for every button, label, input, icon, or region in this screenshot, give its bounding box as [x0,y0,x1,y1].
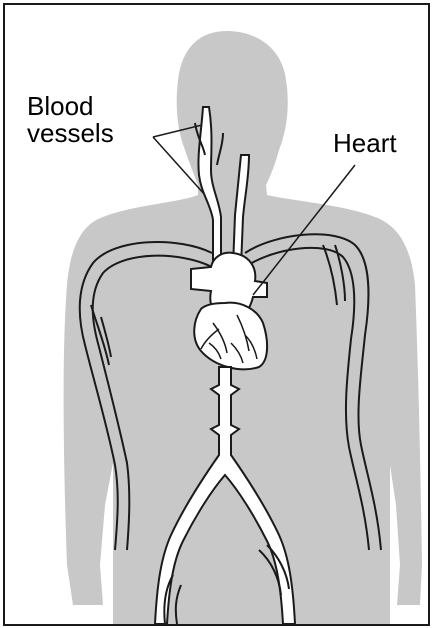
blood-vessels-label: Blood vessels [27,93,177,147]
diagram-frame: Blood vessels Heart [3,3,430,626]
heart-label: Heart [333,130,430,157]
blood-vessels-label-line2: vessels [27,120,177,147]
blood-vessels-label-line1: Blood [27,93,177,120]
